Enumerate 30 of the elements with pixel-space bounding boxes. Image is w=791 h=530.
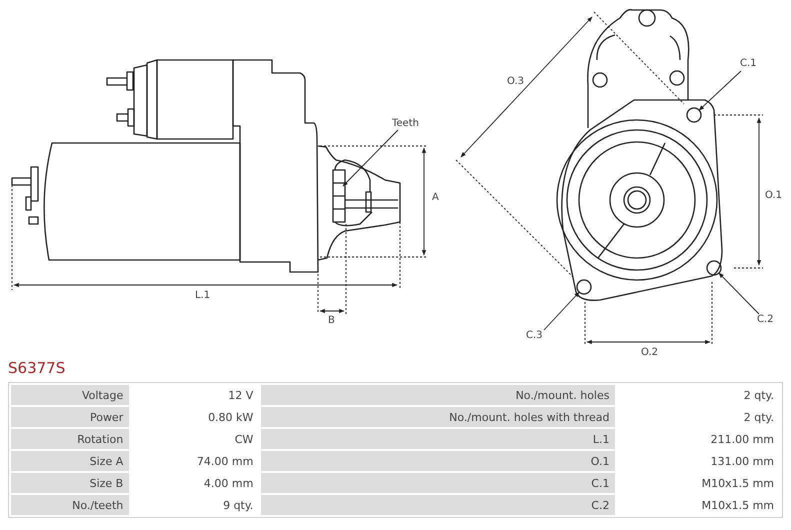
leader-line [718,272,760,314]
callout-label: C.3 [526,330,543,342]
spec-name-cell: C.1 [261,473,616,493]
part-number-title: S6377S [8,359,66,377]
spec-name-cell: Size A [11,451,130,471]
part-label: Teeth [392,118,419,130]
spec-name-cell: O.1 [261,451,616,471]
spec-name-cell: L.1 [261,429,616,449]
callout-label: C.2 [757,314,774,326]
leader-line [698,70,742,111]
spec-name-cell: No./teeth [11,495,130,515]
spec-name-cell: Power [11,407,130,427]
dimension-label: L.1 [195,290,210,302]
dimension-label: O.2 [641,347,658,359]
dimension-label: B [328,315,335,327]
spec-name-cell: No./mount. holes with thread [261,407,616,427]
leader-line [544,292,580,330]
dimension-label: O.1 [765,190,782,202]
mounting-hole [686,107,702,123]
spec-name-cell: No./mount. holes [261,385,616,405]
callout-label: C.1 [740,58,757,70]
mounting-hole [576,279,592,295]
dimension-label: O.3 [507,76,524,88]
dimension-label: A [432,192,439,204]
spec-name-cell: C.2 [261,495,616,515]
leader-line [342,130,398,186]
spec-name-cell: Voltage [11,385,130,405]
mounting-hole [706,260,722,276]
spec-name-cell: Size B [11,473,130,493]
spec-name-cell: Rotation [11,429,130,449]
